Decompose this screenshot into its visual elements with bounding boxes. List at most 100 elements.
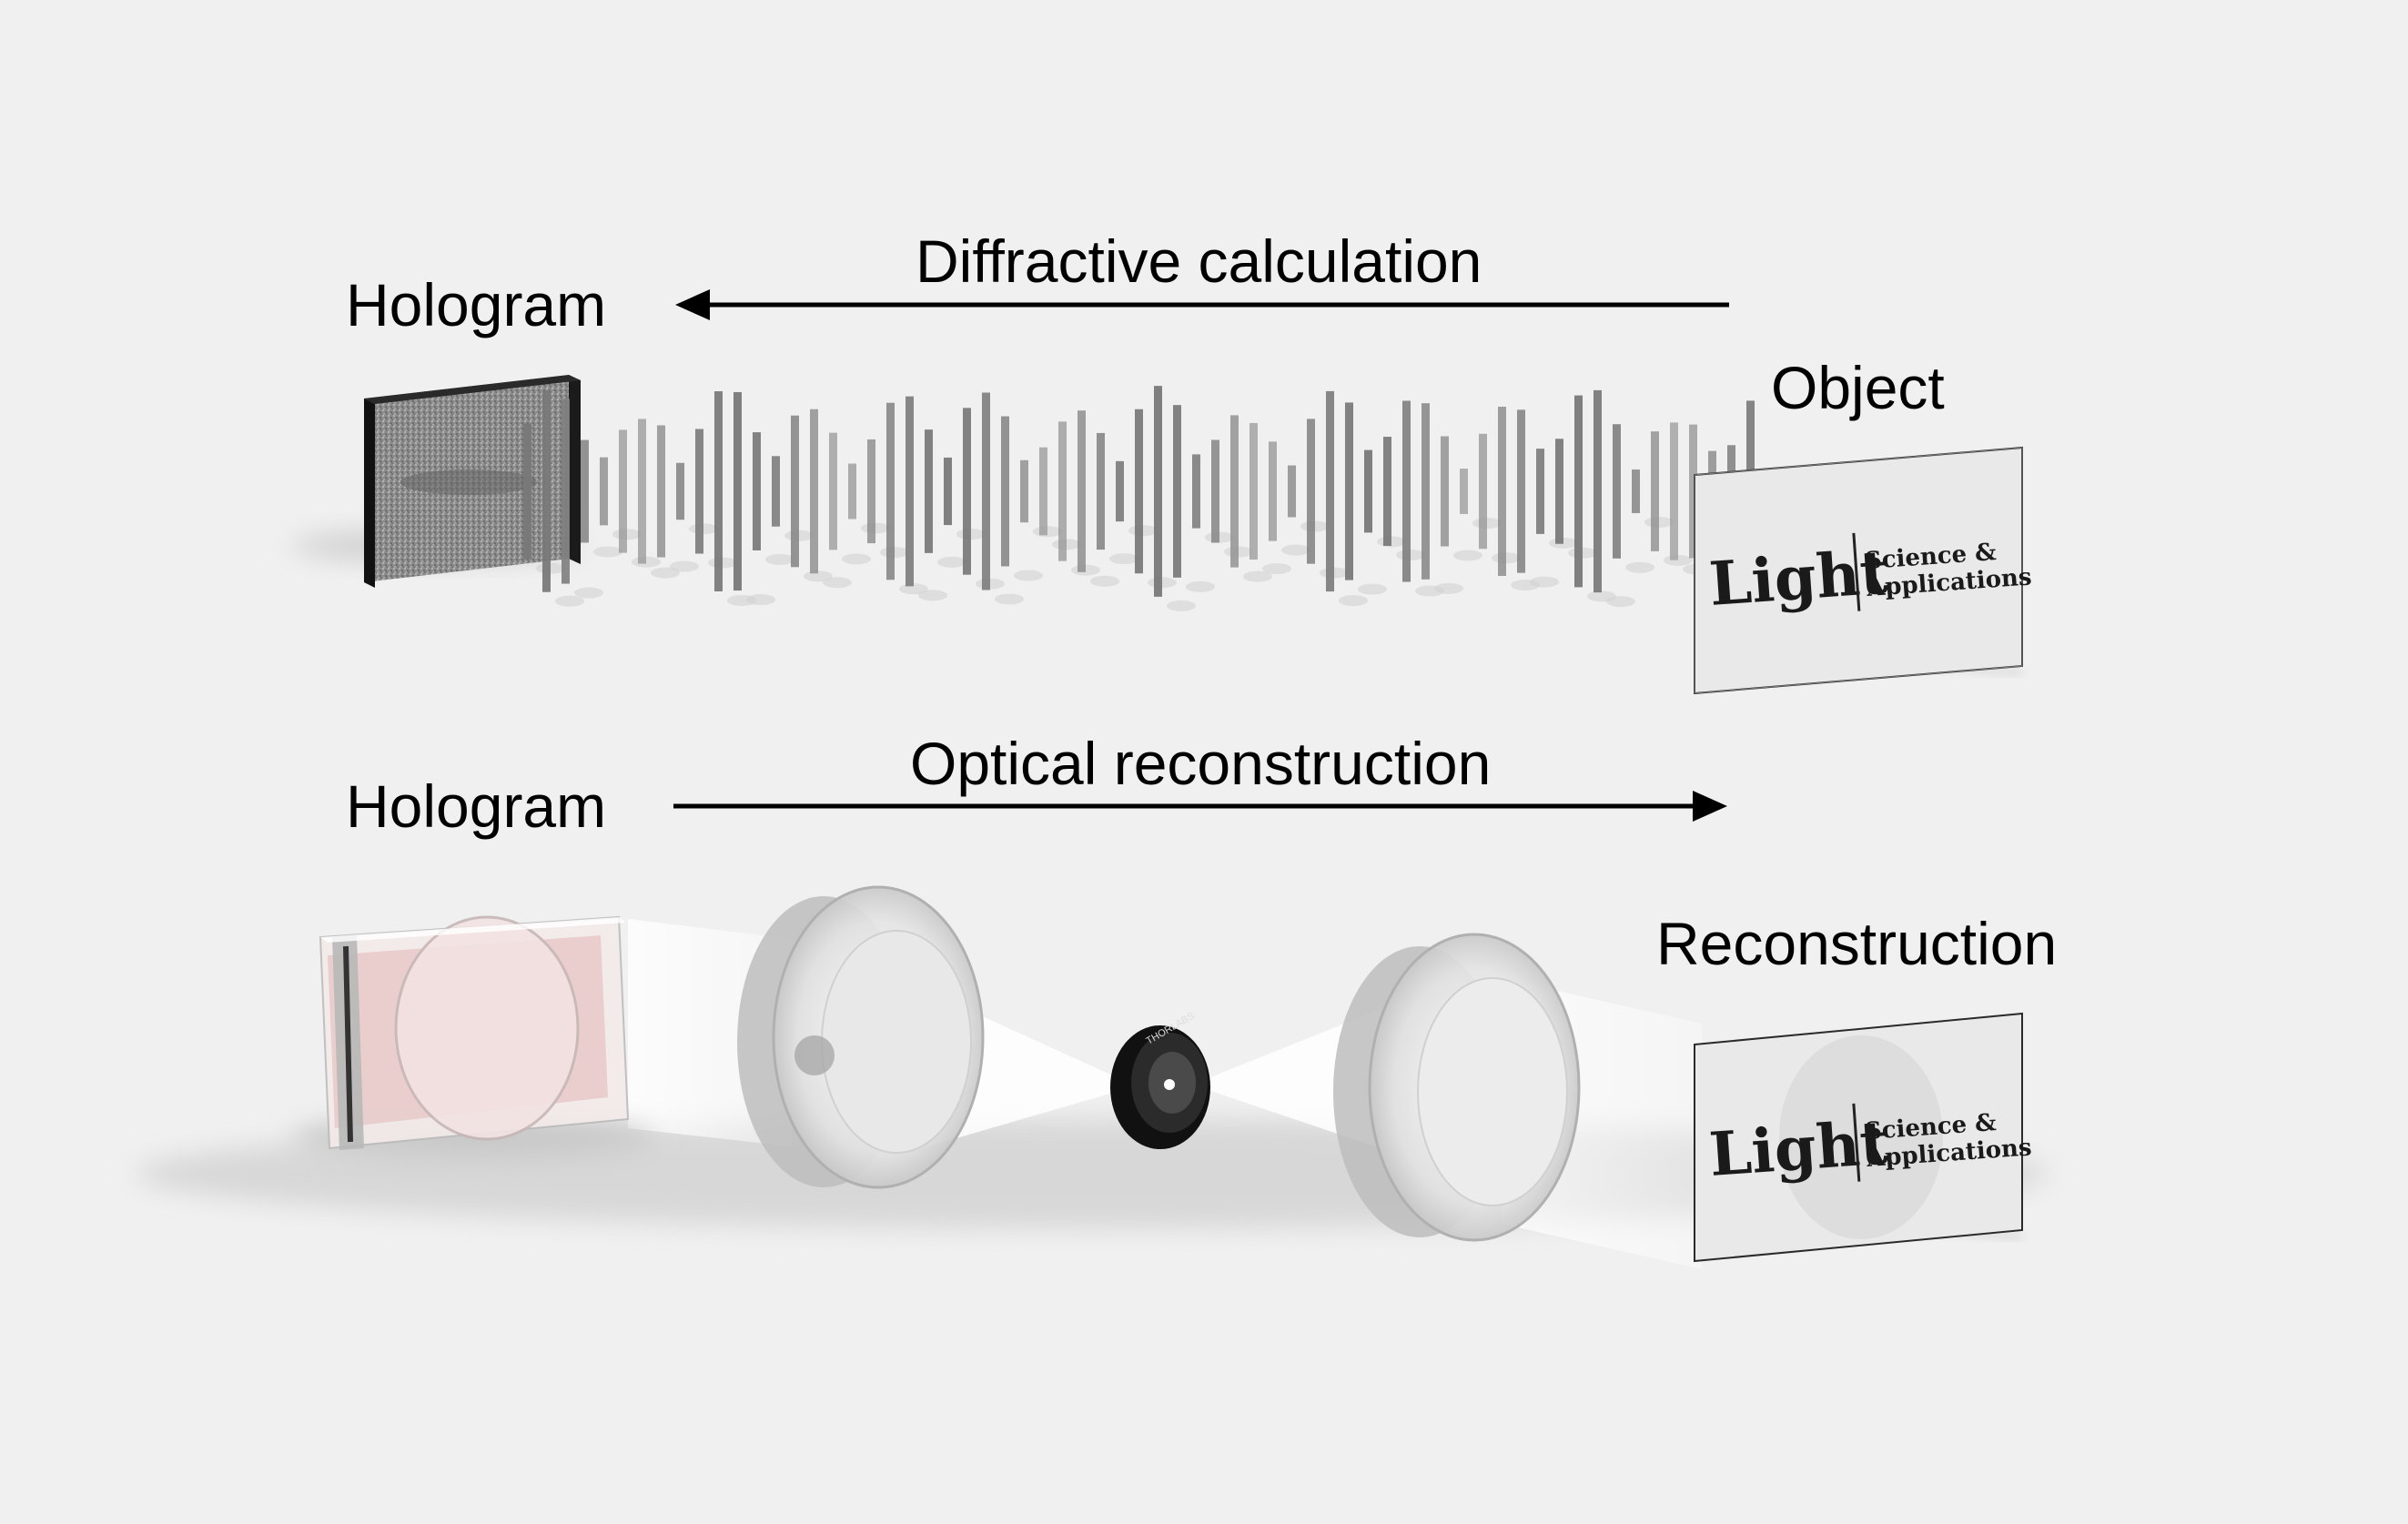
wave-bar [829, 432, 837, 550]
wave-bar [1479, 433, 1487, 550]
wave-bar-shadow [555, 595, 584, 607]
wave-bar [963, 408, 971, 575]
wave-bar [542, 390, 551, 592]
diffractive-calculation-label: Diffractive calculation [916, 227, 1482, 295]
wave-bar [886, 402, 895, 580]
wave-bar-shadow [574, 587, 603, 599]
wave-bar [848, 463, 856, 520]
wave-bar [1613, 424, 1621, 559]
wave-bar [1250, 422, 1258, 560]
wave-bar-shadow [1606, 596, 1635, 608]
reconstruction-screen: Light Science & Applications [1694, 1012, 2033, 1263]
wave-bar [581, 439, 589, 543]
object-screen: Light Science & Applications [1694, 446, 2033, 695]
wave-bar [1517, 409, 1525, 573]
wave-bar [753, 432, 761, 550]
wave-bar [1422, 403, 1430, 580]
wave-bar [944, 457, 952, 526]
wave-bar [638, 419, 646, 564]
wave-bar [1498, 407, 1506, 576]
wave-bar-shadow [1109, 553, 1138, 565]
wave-bar-shadow [1358, 583, 1387, 595]
wave-bar [1230, 415, 1239, 568]
hologram-label-top: Hologram [346, 271, 607, 338]
objective-lens: THORLABS [1110, 1011, 1210, 1149]
wave-bar-shadow [1281, 544, 1310, 556]
wave-bar [1192, 454, 1200, 529]
wave-bar-shadow [1625, 561, 1654, 573]
wave-bar [810, 409, 818, 574]
wave-bar [1001, 416, 1009, 567]
wave-bar-shadow [1186, 580, 1215, 592]
wave-bar-shadow [651, 567, 680, 579]
wave-bar [1173, 405, 1181, 578]
wave-bar [1651, 431, 1659, 551]
wave-bar [619, 429, 627, 553]
wave-bar [1632, 469, 1640, 513]
reconstruction-label: Reconstruction [1656, 910, 2058, 977]
wave-bar [1536, 449, 1544, 534]
hologram-label-bottom: Hologram [346, 772, 607, 840]
wave-bar [657, 425, 665, 558]
wave-bar [600, 457, 608, 526]
wave-bar-shadow [1339, 595, 1368, 607]
wave-bar [1058, 421, 1067, 561]
wave-bar [906, 396, 914, 587]
wave-bar [772, 456, 780, 527]
hologram-plate-top [291, 375, 582, 588]
object-label: Object [1771, 354, 1945, 421]
wave-bar-shadow [842, 553, 871, 565]
logo-word-bottom: Light [1707, 1106, 1891, 1190]
wave-bar [1670, 422, 1678, 560]
wave-bar [562, 399, 570, 584]
reconstruction-arrow-icon [673, 791, 1727, 822]
wave-bar [1689, 424, 1697, 559]
wave-bar [1097, 432, 1105, 550]
wave-bar-shadow [670, 560, 699, 572]
wave-bar [1441, 436, 1449, 547]
wave-bar [1460, 469, 1468, 514]
wave-bar-shadow [1167, 600, 1196, 611]
wave-bar [1269, 441, 1277, 541]
wave-bar [1345, 402, 1353, 580]
wave-bar [1326, 390, 1334, 592]
wave-bar [791, 415, 799, 568]
spatial-light-modulator [291, 915, 655, 1157]
wave-bar-shadow [593, 546, 622, 558]
wave-bar [925, 429, 933, 553]
wave-bar [1574, 395, 1583, 588]
wave-bar-shadow [1014, 570, 1043, 581]
wave-bar [714, 391, 723, 591]
wave-bar-shadow [765, 553, 794, 565]
wave-bar [1135, 409, 1143, 574]
wave-bar-shadow [746, 594, 775, 606]
wave-bar [1116, 460, 1124, 522]
wave-bar-shadow [1262, 563, 1291, 575]
logo-word-top: Light [1707, 536, 1891, 620]
wave-bar [1383, 437, 1391, 546]
lens-1 [737, 885, 985, 1189]
wave-bar [734, 391, 742, 591]
wave-bar [676, 462, 684, 520]
wave-bar [1039, 447, 1047, 536]
wave-bar [1288, 465, 1296, 518]
wave-bar [523, 423, 531, 560]
wave-bar-shadow [995, 593, 1024, 605]
diffractive-arrow-icon [675, 289, 1729, 320]
wave-bar [1402, 400, 1411, 582]
wave-bar-shadow [918, 590, 947, 601]
wave-bar [982, 392, 990, 590]
wave-bar-shadow [1090, 575, 1119, 587]
wave-bar [1211, 439, 1219, 543]
wave-bar [1307, 419, 1315, 564]
wave-bar [1555, 439, 1563, 544]
wave-bar [867, 439, 875, 544]
lens-2 [1333, 933, 1581, 1242]
optical-reconstruction-label: Optical reconstruction [910, 730, 1492, 797]
wave-bar [1078, 410, 1086, 572]
wave-bar [695, 429, 703, 554]
wave-bar [1020, 459, 1028, 523]
diffraction-wave [523, 386, 1755, 597]
